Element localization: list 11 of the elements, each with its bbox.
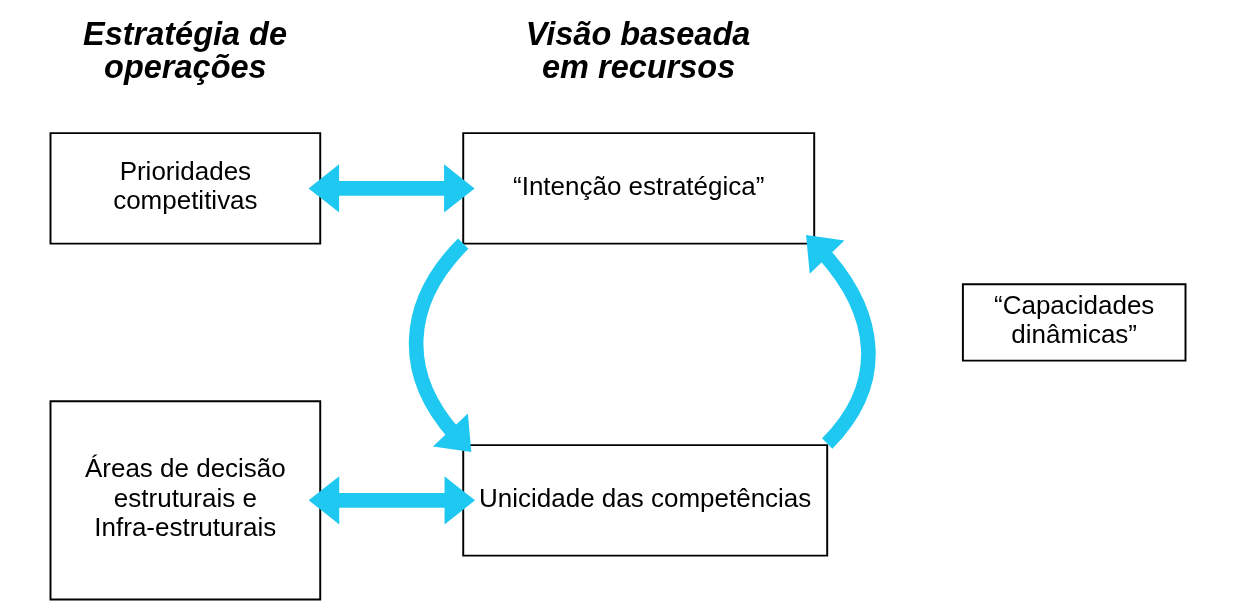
arrow: [408, 238, 471, 453]
label: Estratégia de operações: [82, 16, 287, 85]
node-box: Unicidade das competências: [461, 444, 828, 557]
node-box: “Intenção estratégica”: [461, 132, 815, 245]
arrow: [308, 476, 475, 525]
node-box: Áreas de decisão estruturais e Infra-estruturais: [49, 400, 321, 601]
node-box: “Capacidades dinâmicas”: [961, 283, 1186, 362]
label: Visão baseada em recursos: [525, 16, 750, 85]
arrow: [308, 164, 475, 213]
arrow: [805, 235, 875, 449]
node-box: Prioridades competitivas: [49, 132, 321, 245]
